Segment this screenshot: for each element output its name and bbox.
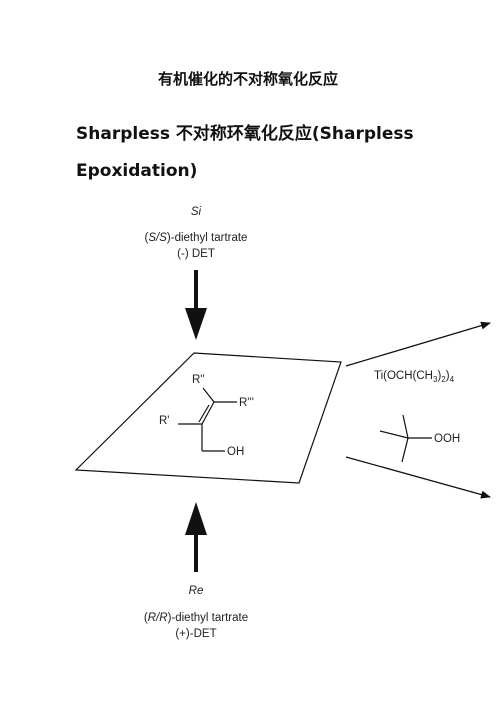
top-reagent-name: (S/S)-diethyl tartrate xyxy=(145,232,248,244)
bottom-reagent-name: (R/R)-diethyl tartrate xyxy=(144,612,248,624)
top-reagent-short: (-) DET xyxy=(177,248,215,260)
hydroxyl-group: OH xyxy=(227,446,244,458)
titanium-catalyst-formula: Ti(OCH(CH3)2)4 xyxy=(374,370,455,384)
substituent-r1: R' xyxy=(159,415,170,427)
lower-right-arrow-icon xyxy=(345,456,491,499)
upper-right-arrow-icon xyxy=(345,321,491,367)
re-face-label: Re xyxy=(189,585,204,597)
allylic-alcohol-structure xyxy=(178,387,237,452)
page-title: 有机催化的不对称氧化反应 xyxy=(157,70,338,88)
up-arrow-icon xyxy=(185,502,207,572)
substituent-r3: R''' xyxy=(239,397,254,409)
hydroperoxide-label: OOH xyxy=(434,433,460,445)
substituent-r2: R'' xyxy=(192,374,205,386)
si-face-label: Si xyxy=(191,206,202,218)
tert-butyl-hydroperoxide-structure xyxy=(379,414,432,463)
reaction-plane xyxy=(74,352,342,484)
section-heading: Sharpless 不对称环氧化反应(Sharpless Epoxidation… xyxy=(76,124,414,181)
bottom-reagent-short: (+)-DET xyxy=(175,628,216,640)
down-arrow-icon xyxy=(185,270,207,340)
